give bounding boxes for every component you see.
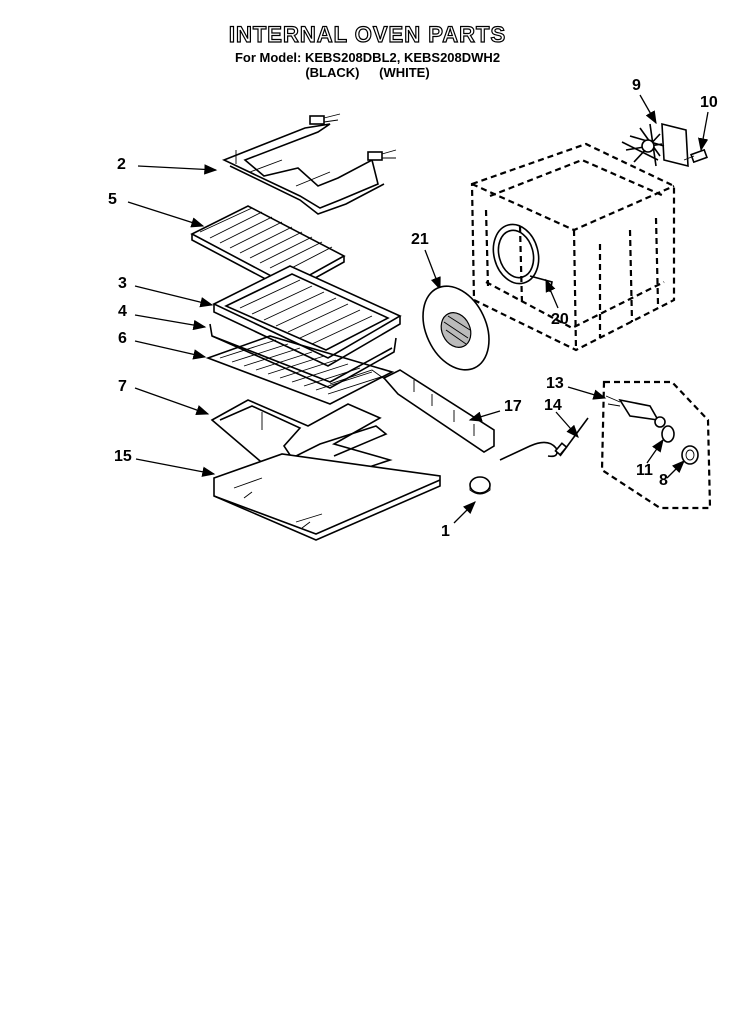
callout-4: 4 (118, 303, 127, 320)
oven-cavity (470, 142, 676, 352)
leader-4 (134, 314, 207, 331)
leader-13 (567, 386, 607, 400)
leader-6 (134, 340, 207, 360)
callout-14: 14 (544, 397, 562, 414)
callout-15: 15 (114, 448, 132, 465)
callout-6: 6 (118, 330, 127, 347)
callout-11: 11 (636, 462, 653, 479)
light-lens (681, 445, 699, 465)
leader-10 (698, 111, 709, 152)
leader-8 (666, 460, 685, 479)
callout-10: 10 (700, 94, 718, 111)
bracket (382, 369, 495, 453)
leader-5 (127, 201, 205, 228)
leader-15 (135, 458, 216, 477)
light-lens-ring (661, 425, 675, 443)
light-socket (605, 395, 666, 428)
callout-1: 1 (441, 523, 450, 540)
oven-rack (205, 335, 395, 405)
variant-black: (BLACK) (305, 65, 360, 80)
callout-8: 8 (659, 472, 668, 489)
model-line: For Model: KEBS208DBL2, KEBS208DWH2 (234, 50, 501, 65)
broil-pan-base (209, 323, 397, 389)
broil-element (221, 113, 397, 215)
leader-14 (555, 411, 579, 438)
leader-20 (545, 278, 559, 309)
screw (683, 148, 708, 164)
leader-3 (134, 285, 214, 308)
leader-9 (639, 94, 657, 125)
leader-21 (424, 249, 441, 291)
leader-2 (137, 164, 218, 175)
callout-17: 17 (504, 398, 522, 415)
leader-lines (127, 94, 709, 524)
variant-line: (BLACK) (WHITE) (0, 65, 735, 80)
leader-7 (134, 387, 210, 415)
broil-pan-grid (190, 205, 346, 293)
callout-21: 21 (411, 231, 429, 248)
callout-20: 20 (551, 311, 569, 328)
leader-17 (468, 410, 501, 422)
bottom-pan (213, 453, 441, 541)
variant-white: (WHITE) (379, 65, 430, 80)
fan-motor (621, 122, 689, 168)
meat-probe (499, 417, 589, 461)
broil-pan (212, 265, 402, 367)
callout-3: 3 (118, 275, 127, 292)
leader-1 (453, 501, 476, 524)
callout-5: 5 (108, 191, 117, 208)
leader-11 (646, 438, 664, 464)
callout-9: 9 (632, 77, 641, 94)
convection-element (492, 223, 553, 293)
fan-baffle (422, 285, 490, 371)
callout-13: 13 (546, 375, 564, 392)
diagram-title: INTERNAL OVEN PARTS (228, 21, 507, 47)
probe-jack-cover (469, 476, 491, 495)
callout-7: 7 (118, 378, 127, 395)
callout-2: 2 (117, 156, 126, 173)
